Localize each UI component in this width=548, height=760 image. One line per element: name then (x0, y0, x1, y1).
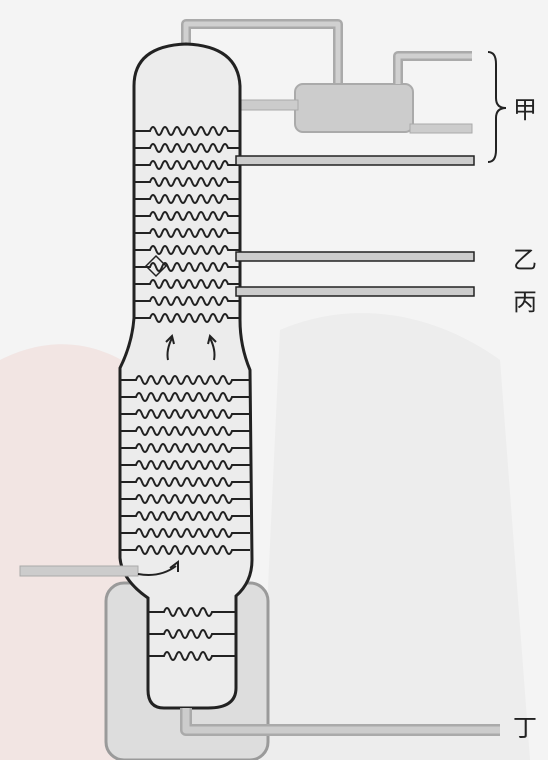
flow-diamond-marker (144, 254, 168, 278)
upper-trays (134, 126, 240, 323)
output-brace-jia (487, 51, 507, 163)
output-label-ding: 丁 (513, 714, 537, 742)
reflux-pipe (237, 99, 299, 111)
vapor-arrows (165, 334, 217, 361)
output-label-jia: 甲 (513, 96, 537, 124)
draw-pipe-yi (235, 251, 475, 262)
draw-pipe-bing (235, 286, 475, 297)
draw-pipe-jia-lower (235, 155, 475, 166)
output-label-yi: 乙 (513, 246, 537, 274)
middle-trays (120, 375, 250, 555)
bottom-trays (148, 607, 236, 661)
feed-inlet-pipe (19, 560, 179, 577)
condenser-drum (294, 83, 414, 133)
drum-liquid-outlet (409, 123, 473, 134)
drum-gas-outlet (393, 51, 472, 84)
output-label-bing: 丙 (513, 288, 537, 316)
